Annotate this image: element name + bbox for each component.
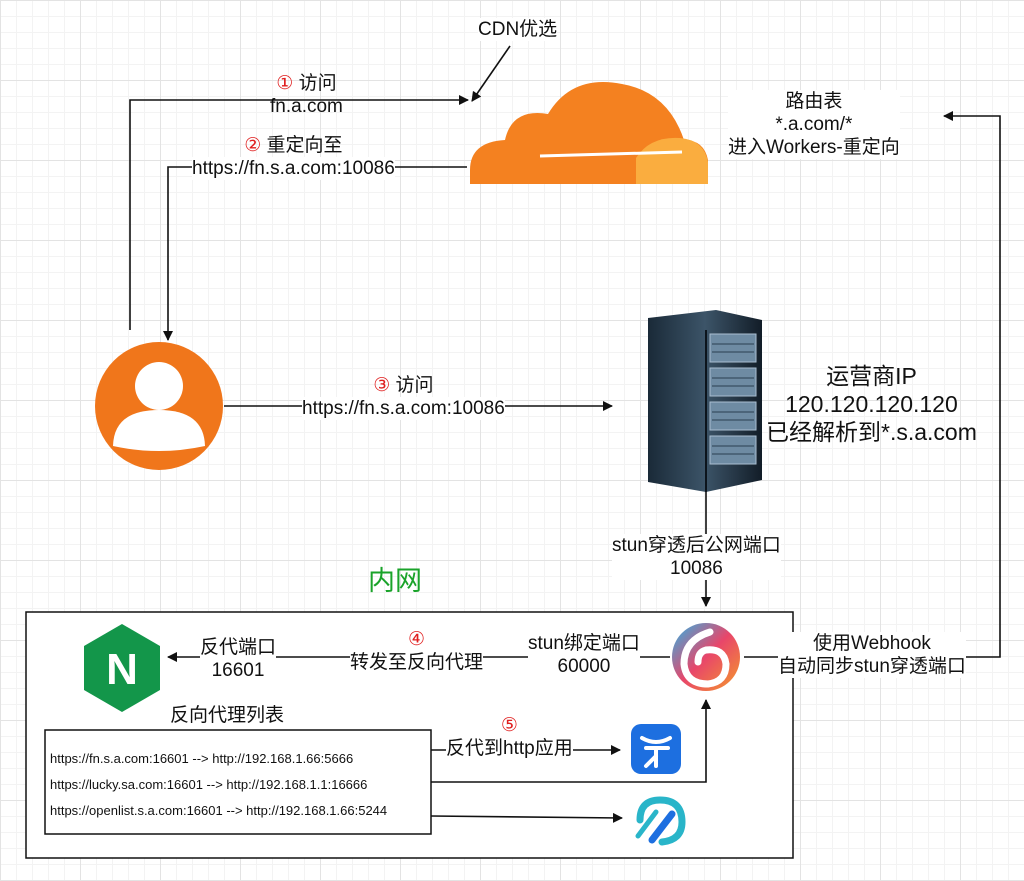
stun-bind-line2: 60000: [557, 656, 611, 677]
lucky-logo-icon: [672, 623, 740, 691]
webhook-label: 使用Webhook 自动同步stun穿透端口: [778, 632, 966, 678]
proxy-port-line2: 16601: [211, 660, 265, 681]
stun-bind-line1: stun绑定端口: [528, 633, 640, 654]
proxy-list-box: [44, 729, 432, 835]
fnos-app-icon: [631, 724, 681, 774]
server-rack-icon: [648, 310, 762, 492]
step3-url: https://fn.s.a.com:10086: [302, 397, 505, 420]
arrow-proxy-openlist: [430, 812, 623, 823]
step1-text: 访问: [298, 73, 337, 94]
step5-number: ⑤: [500, 715, 518, 736]
isp-ip: 120.120.120.120: [785, 391, 958, 417]
arrow-visit-cdn: [129, 95, 469, 330]
proxy-port-line1: 反代端口: [200, 637, 277, 658]
nginx-logo-icon: N: [84, 624, 160, 712]
arrow-proxy-lucky: [431, 699, 711, 783]
step5-label: ⑤ 反代到http应用: [446, 714, 573, 760]
route-table-label: 路由表 *.a.com/* 进入Workers-重定向: [728, 90, 900, 159]
user-avatar-icon: [95, 342, 223, 470]
step2-url: https://fn.s.a.com:10086: [192, 157, 395, 180]
step4-label: ④ 转发至反向代理: [350, 628, 484, 674]
arrow-cdn-preferred: [471, 45, 511, 102]
step3-number: ③: [373, 375, 391, 396]
step2-number: ②: [244, 135, 262, 156]
route-pattern: *.a.com/*: [775, 114, 853, 135]
step4-number: ④: [407, 629, 426, 650]
step1-number: ①: [276, 73, 294, 94]
proxy-list: https://fn.s.a.com:16601 --> http://192.…: [50, 746, 387, 824]
step1-label: ① 访问 fn.a.com: [270, 72, 343, 118]
step3-text: 访问: [395, 375, 434, 396]
step3-label: ③ 访问 https://fn.s.a.com:10086: [302, 374, 505, 420]
proxy-list-item: https://fn.s.a.com:16601 --> http://192.…: [50, 751, 354, 766]
step1-url: fn.a.com: [270, 96, 343, 117]
isp-resolved: 已经解析到*.s.a.com: [766, 419, 977, 445]
isp-title: 运营商IP: [826, 363, 917, 389]
webhook-line1: 使用Webhook: [812, 633, 931, 654]
route-action: 进入Workers-重定向: [728, 137, 900, 158]
webhook-line2: 自动同步stun穿透端口: [778, 656, 966, 677]
lan-label: 内网: [368, 566, 422, 596]
stun-bind-port-label: stun绑定端口 60000: [528, 632, 640, 678]
step2-label: ② 重定向至 https://fn.s.a.com:10086: [192, 134, 395, 180]
step4-text: 转发至反向代理: [350, 651, 484, 674]
step5-text: 反代到http应用: [446, 737, 573, 760]
cdn-preferred-label: CDN优选: [478, 18, 558, 41]
nginx-letter: N: [106, 645, 138, 694]
proxy-port-label: 反代端口 16601: [200, 636, 277, 682]
route-title: 路由表: [785, 91, 843, 112]
stun-public-line2: 10086: [670, 558, 723, 579]
proxy-list-item: https://openlist.s.a.com:16601 --> http:…: [50, 803, 388, 818]
proxy-list-item: https://lucky.sa.com:16601 --> http://19…: [50, 777, 368, 792]
step2-text: 重定向至: [266, 135, 343, 156]
proxy-list-title: 反向代理列表: [170, 705, 285, 726]
openlist-app-icon: [635, 796, 686, 846]
cloudflare-cloud-icon: [470, 82, 708, 184]
arrow-redirect: [163, 166, 467, 341]
stun-public-port-label: stun穿透后公网端口 10086: [612, 534, 781, 580]
stun-public-line1: stun穿透后公网端口: [612, 535, 781, 556]
isp-ip-label: 运营商IP 120.120.120.120 已经解析到*.s.a.com: [766, 362, 977, 446]
